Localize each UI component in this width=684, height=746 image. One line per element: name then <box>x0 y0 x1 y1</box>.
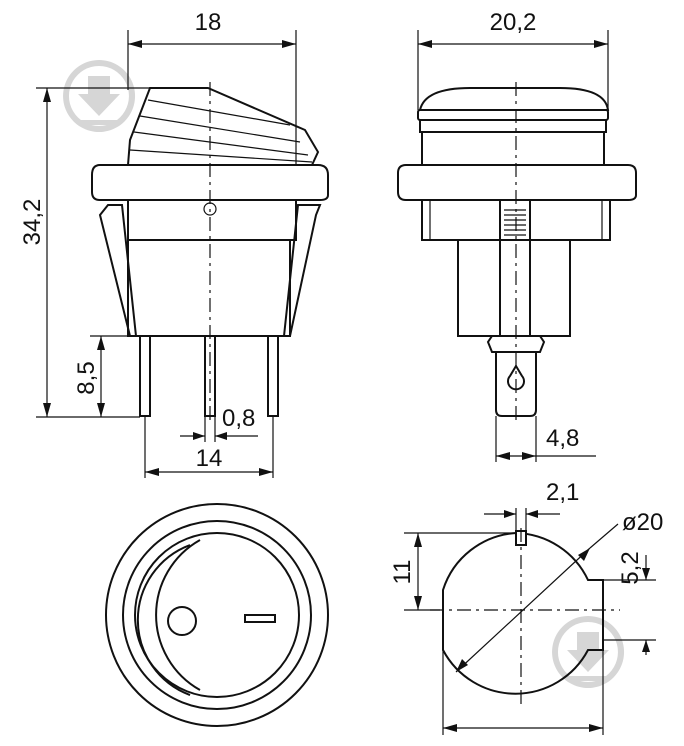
dim-terminal-thickness: 0,8 <box>180 405 258 442</box>
dim-terminal-width-label: 4,8 <box>546 425 579 452</box>
dim-side-width: 18 <box>127 9 297 165</box>
dim-front-width: 20,2 <box>417 9 609 110</box>
top-view <box>105 503 329 727</box>
dim-terminal-length: 8,5 <box>73 335 140 417</box>
panel-cutout-view <box>430 523 620 705</box>
dim-total-height: 34,2 <box>19 87 150 418</box>
dim-hole-half-height-label: 11 <box>389 560 416 585</box>
dim-key-width-label: 2,1 <box>546 479 579 506</box>
dim-terminal-width: 4,8 <box>495 416 596 462</box>
dim-key-depth-label: 5,2 <box>617 551 644 584</box>
dim-hole-half-height: 11 <box>389 532 516 611</box>
dim-hole-diameter-label: ø20 <box>622 509 663 536</box>
dim-cutout-width <box>442 650 604 735</box>
side-view <box>91 82 329 420</box>
front-view <box>397 82 637 420</box>
dim-key-width: 2,1 <box>484 479 579 532</box>
watermark-top-icon <box>63 60 136 132</box>
dim-terminal-thickness-label: 0,8 <box>222 405 255 432</box>
dim-side-width-label: 18 <box>195 9 222 36</box>
dim-terminal-pitch-label: 14 <box>196 445 223 472</box>
dim-front-width-label: 20,2 <box>490 9 537 36</box>
dim-terminal-length-label: 8,5 <box>73 361 100 394</box>
dim-key-depth: 5,2 <box>603 551 656 655</box>
dim-terminal-pitch: 14 <box>144 416 274 478</box>
dim-total-height-label: 34,2 <box>19 199 46 246</box>
